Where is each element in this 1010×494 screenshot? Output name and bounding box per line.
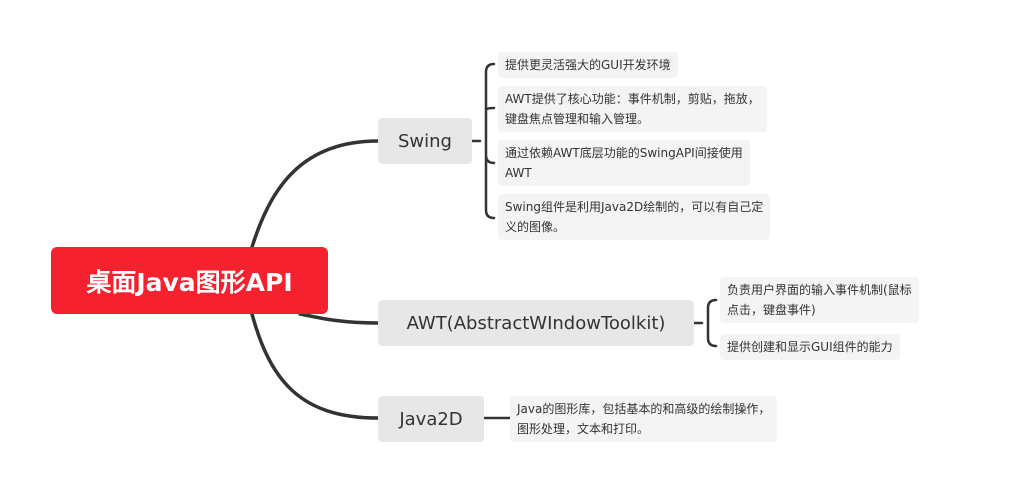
leaf-java2d-1[interactable]: Java的图形库，包括基本的和高级的绘制操作， 图形处理，文本和打印。 [510,396,778,442]
leaf-swing-3-line-1: 通过依赖AWT底层功能的SwingAPI间接使用 [505,146,743,160]
topic-java2d[interactable]: Java2D [378,396,484,442]
leaf-swing-1[interactable]: 提供更灵活强大的GUI开发环境 [498,52,678,78]
leaf-swing-4-line-2: 义的图像。 [505,220,566,234]
leaf-java2d-1-line-2: 图形处理，文本和打印。 [517,422,650,436]
leaf-awt-1[interactable]: 负责用户界面的输入事件机制(鼠标 点击，键盘事件) [720,277,919,323]
connector-root-java2d [250,312,380,420]
topic-swing[interactable]: Swing [378,118,472,164]
leaf-swing-3-line-2: AWT [505,166,532,180]
topic-awt[interactable]: AWT(AbstractWIndowToolkit) [378,300,694,346]
leaf-swing-4[interactable]: Swing组件是利用Java2D绘制的，可以有自己定 义的图像。 [498,194,771,240]
leaf-swing-4-line-1: Swing组件是利用Java2D绘制的，可以有自己定 [505,200,764,214]
leaf-swing-2[interactable]: AWT提供了核心功能：事件机制，剪贴，拖放， 键盘焦点管理和输入管理。 [498,86,767,132]
leaf-swing-3[interactable]: 通过依赖AWT底层功能的SwingAPI间接使用 AWT [498,140,750,186]
connector-swing-bracket [470,62,496,220]
root-topic[interactable]: 桌面Java图形API [51,247,328,314]
leaf-java2d-1-line-1: Java的图形库，包括基本的和高级的绘制操作， [517,402,771,416]
leaf-swing-2-line-1: AWT提供了核心功能：事件机制，剪贴，拖放， [505,92,760,106]
connector-root-swing [250,139,380,249]
connector-awt-bracket [692,298,718,348]
leaf-swing-2-line-2: 键盘焦点管理和输入管理。 [505,112,650,126]
connector-root-awt [298,312,380,325]
leaf-awt-1-line-1: 负责用户界面的输入事件机制(鼠标 [727,283,912,297]
leaf-awt-2[interactable]: 提供创建和显示GUI组件的能力 [720,334,900,360]
leaf-awt-1-line-2: 点击，键盘事件) [727,303,816,317]
